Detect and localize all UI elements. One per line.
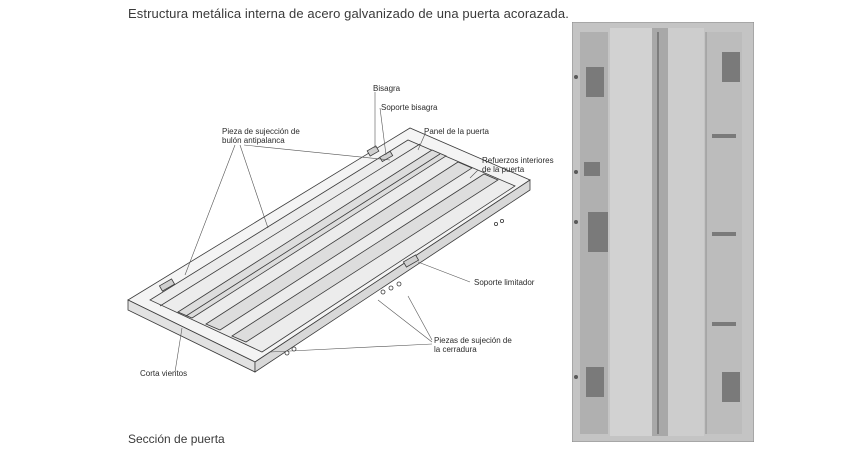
label-soporte-limitador: Soporte limitador — [474, 278, 535, 287]
hinge — [158, 145, 394, 292]
label-bisagra: Bisagra — [373, 84, 401, 93]
label-corta-vientos: Corta vientos — [140, 369, 188, 378]
lock-holes — [284, 218, 504, 356]
door-frame-right-edge — [254, 179, 531, 373]
reinforcement-rib-1 — [177, 149, 447, 319]
reinforcement-rib-3 — [231, 173, 499, 343]
section-caption: Sección de puerta — [128, 432, 225, 446]
door-photo — [571, 21, 755, 443]
limiter-support — [402, 254, 420, 268]
label-piezas-cerradura: Piezas de sujeción de la cerradura — [434, 336, 512, 354]
label-pieza-bulon: Pieza de sujección de bulón antipalanca — [222, 127, 300, 145]
label-panel-puerta: Panel de la puerta — [424, 127, 489, 136]
reinforcement-rib-2 — [205, 161, 473, 331]
door-photo-graphic — [571, 21, 755, 443]
label-refuerzos: Refuerzos interiores de la puerta — [482, 156, 554, 174]
label-soporte-bisagra: Soporte bisagra — [381, 103, 438, 112]
page-title: Estructura metálica interna de acero gal… — [128, 6, 569, 21]
